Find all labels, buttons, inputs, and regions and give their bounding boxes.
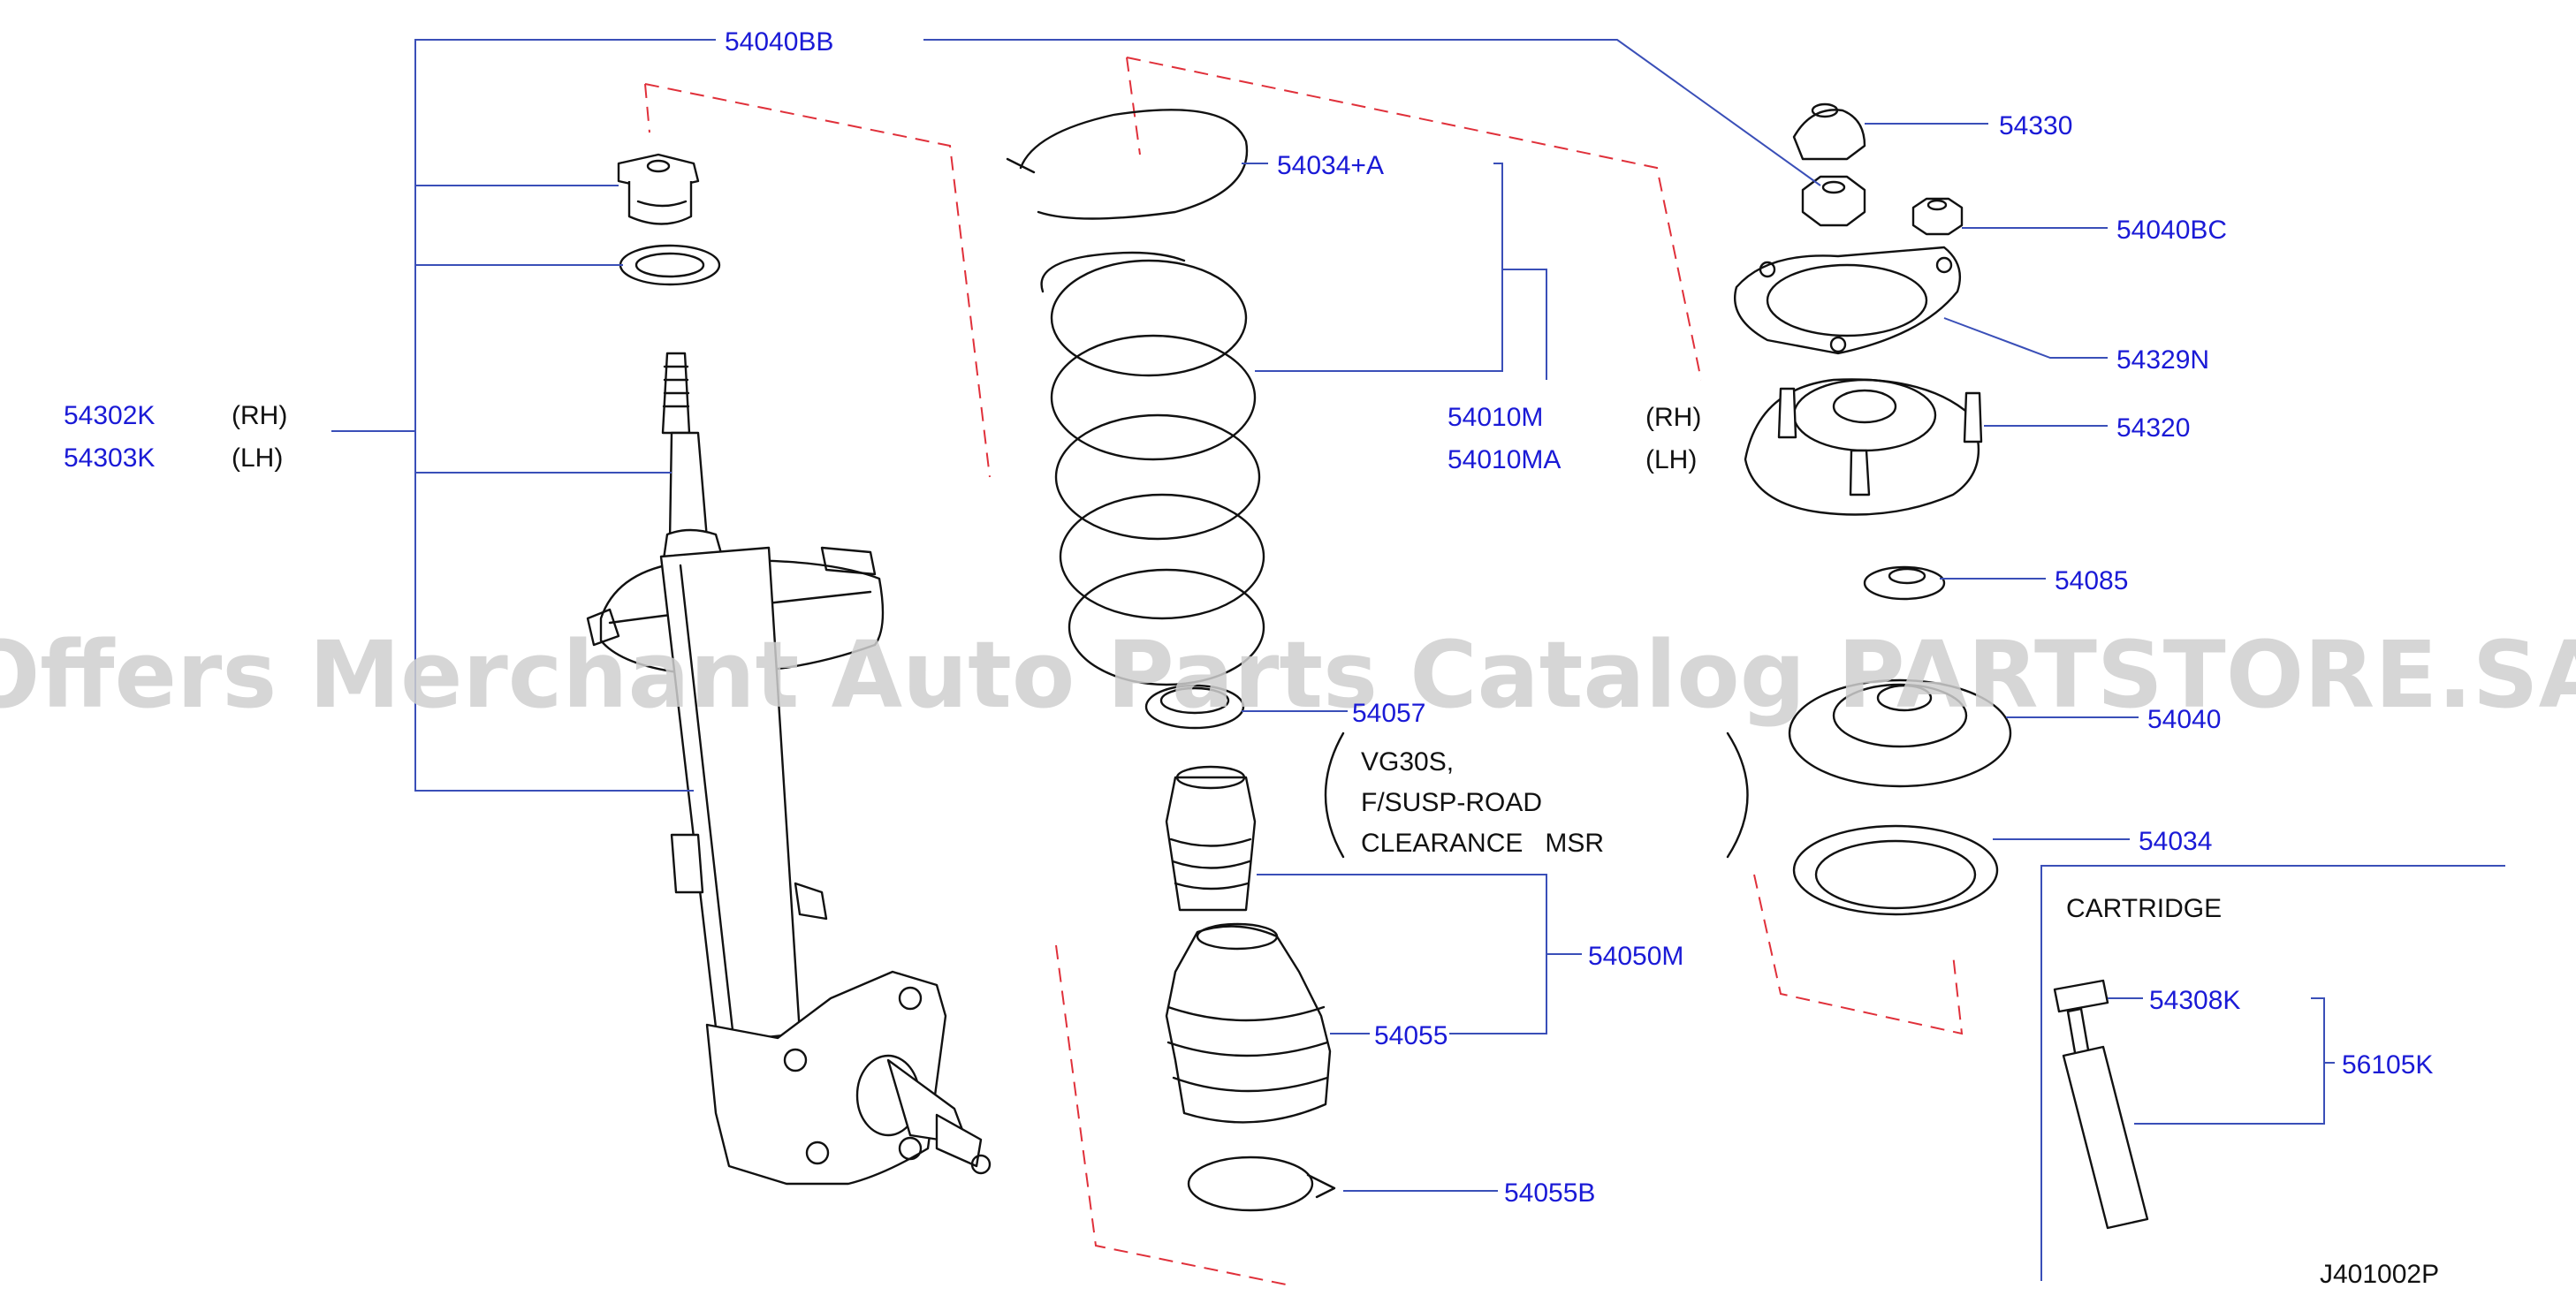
label-54057[interactable]: 54057	[1352, 699, 1425, 728]
label-54308K[interactable]: 54308K	[2149, 986, 2240, 1015]
label-54055B[interactable]: 54055B	[1504, 1178, 1595, 1208]
label-54040[interactable]: 54040	[2147, 705, 2221, 734]
label-54303K-lh: (LH)	[232, 443, 283, 473]
label-54040BB[interactable]: 54040BB	[725, 27, 833, 57]
cartridge-drawing	[2053, 979, 2149, 1230]
label-54034[interactable]: 54034	[2139, 827, 2212, 856]
cartridge-heading: CARTRIDGE	[2066, 894, 2222, 923]
label-54302K-rh: (RH)	[232, 401, 287, 430]
label-54303K[interactable]: 54303K	[64, 443, 155, 473]
label-54010MA-lh: (LH)	[1645, 445, 1697, 474]
label-54055[interactable]: 54055	[1374, 1021, 1448, 1050]
note-brackets	[1324, 731, 1749, 859]
watermark-text: Offers Merchant Auto Parts Catalog PARTS…	[0, 621, 2576, 729]
label-54050M[interactable]: 54050M	[1588, 942, 1683, 971]
label-54329N[interactable]: 54329N	[2116, 345, 2209, 375]
coil-spring-drawing	[1006, 109, 1265, 686]
diagram-id: J401002P	[2320, 1260, 2439, 1289]
application-note: VG30S, F/SUSP-ROAD CLEARANCE MSR	[1361, 747, 1604, 858]
note-line-3: CLEARANCE MSR	[1361, 829, 1604, 858]
label-54034A[interactable]: 54034+A	[1277, 151, 1384, 180]
label-54040BC[interactable]: 54040BC	[2116, 216, 2227, 245]
label-54085[interactable]: 54085	[2055, 566, 2128, 595]
label-54010M[interactable]: 54010M	[1448, 403, 1543, 432]
bump-boot-drawing	[1144, 684, 1336, 1212]
part-labels: 54040BB 54302K (RH) 54303K (LH) 54034+A …	[64, 27, 2433, 1208]
label-54010MA[interactable]: 54010MA	[1448, 445, 1561, 474]
label-54320[interactable]: 54320	[2116, 413, 2190, 443]
strut-assembly-drawing	[586, 153, 992, 1186]
label-54330[interactable]: 54330	[1999, 111, 2072, 140]
note-line-2: F/SUSP-ROAD	[1361, 788, 1542, 817]
note-line-1: VG30S,	[1361, 747, 1454, 777]
leader-lines	[331, 39, 2505, 1281]
upper-mount-drawing	[1734, 102, 2012, 916]
label-54010M-rh: (RH)	[1645, 403, 1701, 432]
label-54302K[interactable]: 54302K	[64, 401, 155, 430]
alignment-dash-lines	[644, 57, 1964, 1286]
label-56105K[interactable]: 56105K	[2342, 1050, 2433, 1080]
